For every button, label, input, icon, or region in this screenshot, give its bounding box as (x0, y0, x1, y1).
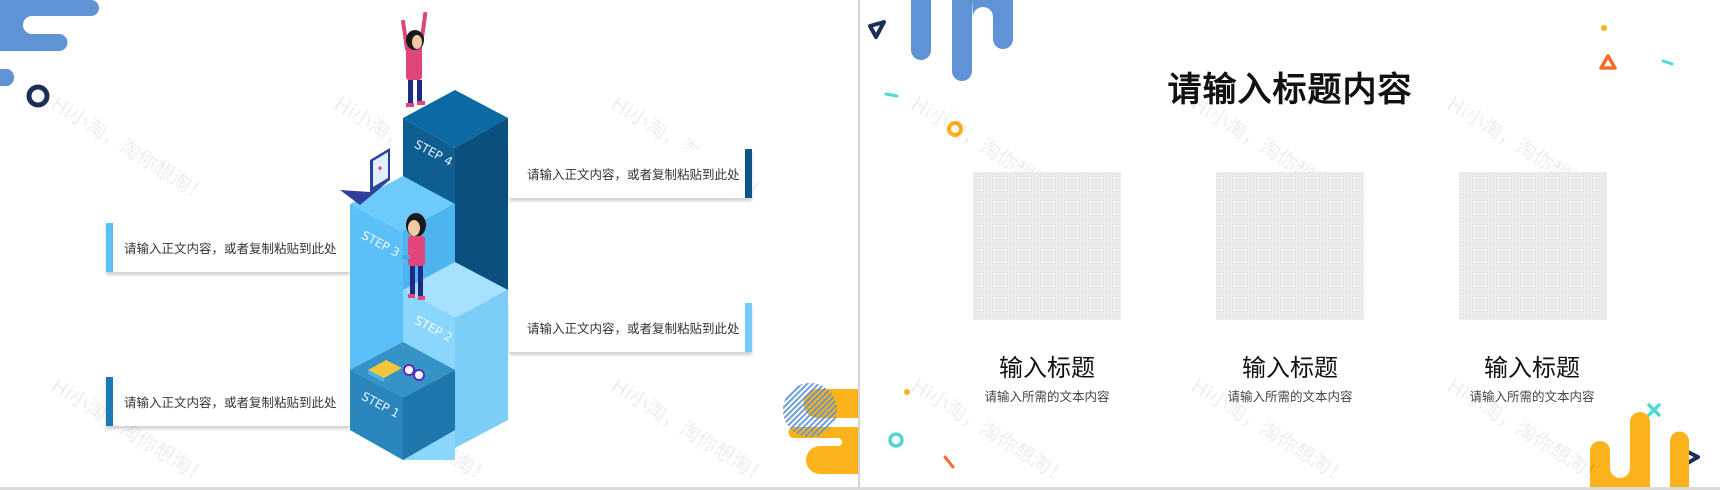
accent-bar (745, 149, 752, 198)
laptop-icon (340, 148, 390, 205)
text-box-content: 请输入正文内容，或者复制粘贴到此处 (124, 395, 337, 410)
yellow-wave-decoration (783, 383, 858, 474)
column-title-2: 输入标题 (1242, 354, 1338, 382)
column-subtitle-3: 请输入所需的文本内容 (1469, 389, 1595, 404)
slide-divider (858, 0, 860, 490)
accent-bar (745, 303, 752, 352)
triangle-icon (868, 20, 886, 39)
scattered-shapes (868, 20, 1700, 488)
text-box-step4[interactable]: 请输入正文内容，或者复制粘贴到此处 (509, 149, 752, 198)
blue-wave-decoration (0, 0, 99, 108)
step-1-block (350, 342, 455, 460)
glasses-icon (403, 364, 425, 381)
book-icon (368, 360, 402, 382)
isometric-staircase (340, 11, 508, 460)
column-subtitle-1: 请输入所需的文本内容 (984, 389, 1110, 404)
person-with-phone-icon (402, 213, 426, 300)
blue-drip-decoration (911, 0, 1013, 81)
bottom-border (0, 487, 1720, 490)
image-placeholder-2[interactable] (1216, 172, 1364, 320)
text-box-content: 请输入正文内容，或者复制粘贴到此处 (527, 321, 740, 336)
text-box-content: 请输入正文内容，或者复制粘贴到此处 (124, 241, 337, 256)
slide-left[interactable]: Hi小淘，淘你想淘！ Hi小淘，淘你想淘！ Hi小淘，淘你想淘！ Hi小淘，淘你… (0, 0, 858, 488)
page-title: 请输入标题内容 (1167, 70, 1413, 110)
slide-right[interactable]: Hi小淘，淘你想淘！ Hi小淘，淘你想淘！ Hi小淘，淘你想淘！ Hi小淘，淘你… (860, 0, 1720, 488)
column-title-3: 输入标题 (1484, 354, 1580, 382)
text-box-step3[interactable]: 请输入正文内容，或者复制粘贴到此处 (106, 223, 350, 272)
accent-bar (106, 223, 113, 272)
text-box-step1[interactable]: 请输入正文内容，或者复制粘贴到此处 (106, 377, 350, 426)
text-box-content: 请输入正文内容，或者复制粘贴到此处 (527, 167, 740, 182)
image-placeholder-3[interactable] (1459, 172, 1607, 320)
watermark: Hi小淘，淘你想淘！ (607, 373, 774, 488)
image-placeholder-1[interactable] (973, 172, 1121, 320)
column-subtitle-2: 请输入所需的文本内容 (1227, 389, 1353, 404)
person-celebrating-icon (400, 11, 428, 107)
accent-bar (106, 377, 113, 426)
text-box-step2[interactable]: 请输入正文内容，或者复制粘贴到此处 (509, 303, 752, 352)
column-title-1: 输入标题 (999, 354, 1095, 382)
